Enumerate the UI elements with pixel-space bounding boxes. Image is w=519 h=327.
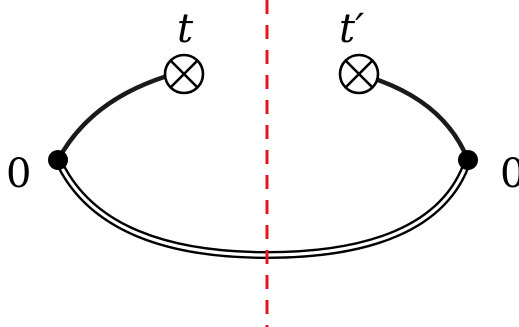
- left-insertion-label: t: [177, 6, 194, 52]
- right-vertex-dot: [458, 150, 478, 170]
- left-insertion-icon: [163, 53, 205, 95]
- double-propagator-outer: [54, 156, 472, 260]
- double-propagator-inner: [56, 158, 470, 257]
- left-vertex-dot: [48, 150, 68, 170]
- right-vertex-label: 0: [500, 151, 519, 197]
- left-vertex-label: 0: [6, 151, 31, 197]
- right-insertion-icon: [338, 53, 380, 95]
- right-propagator: [375, 77, 471, 163]
- left-propagator: [55, 73, 170, 163]
- right-insertion-label: t′: [339, 6, 364, 52]
